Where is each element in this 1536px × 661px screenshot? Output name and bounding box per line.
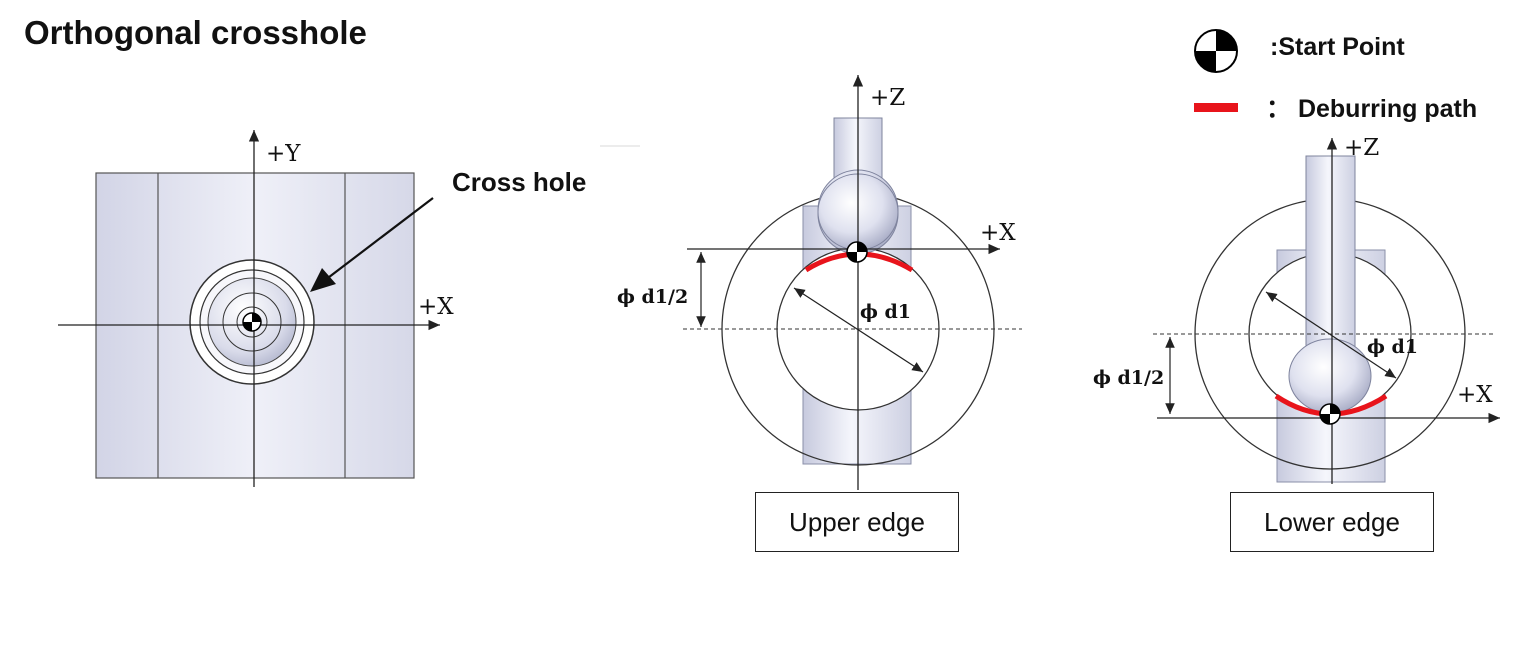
lower-view-x-axis-label: +X <box>1457 382 1493 408</box>
lower-edge-view <box>1153 138 1500 484</box>
top-view-x-axis-label: +X <box>418 294 454 320</box>
cross-hole-callout: Cross hole <box>452 167 587 197</box>
legend-deburring-path-label: ： Deburring path <box>1266 95 1478 123</box>
legend-start-point-icon <box>1194 29 1238 73</box>
lower-view-z-axis-label: +Z <box>1344 135 1379 161</box>
legend-deburring-path-swatch <box>1194 103 1238 112</box>
lower-edge-start-point-icon <box>1319 403 1341 425</box>
top-view <box>58 130 440 487</box>
upper-view-radius-dimension: ϕ d1/2 <box>617 286 688 308</box>
upper-view-x-axis-label: +X <box>980 220 1016 246</box>
lower-view-diameter-dimension: ϕ d1 <box>1367 336 1418 358</box>
upper-view-diameter-dimension: ϕ d1 <box>860 301 911 323</box>
legend-start-point-label: :Start Point <box>1270 33 1405 61</box>
upper-edge-start-point-icon <box>846 241 868 263</box>
upper-edge-view <box>600 75 1022 490</box>
top-view-y-axis-label: +Y <box>266 141 301 167</box>
lower-view-radius-dimension: ϕ d1/2 <box>1093 367 1164 389</box>
top-view-start-point-icon <box>242 312 262 332</box>
upper-edge-label: Upper edge <box>755 492 959 552</box>
upper-view-z-axis-label: +Z <box>870 85 905 111</box>
lower-edge-label: Lower edge <box>1230 492 1434 552</box>
page-title: Orthogonal crosshole <box>24 14 367 51</box>
